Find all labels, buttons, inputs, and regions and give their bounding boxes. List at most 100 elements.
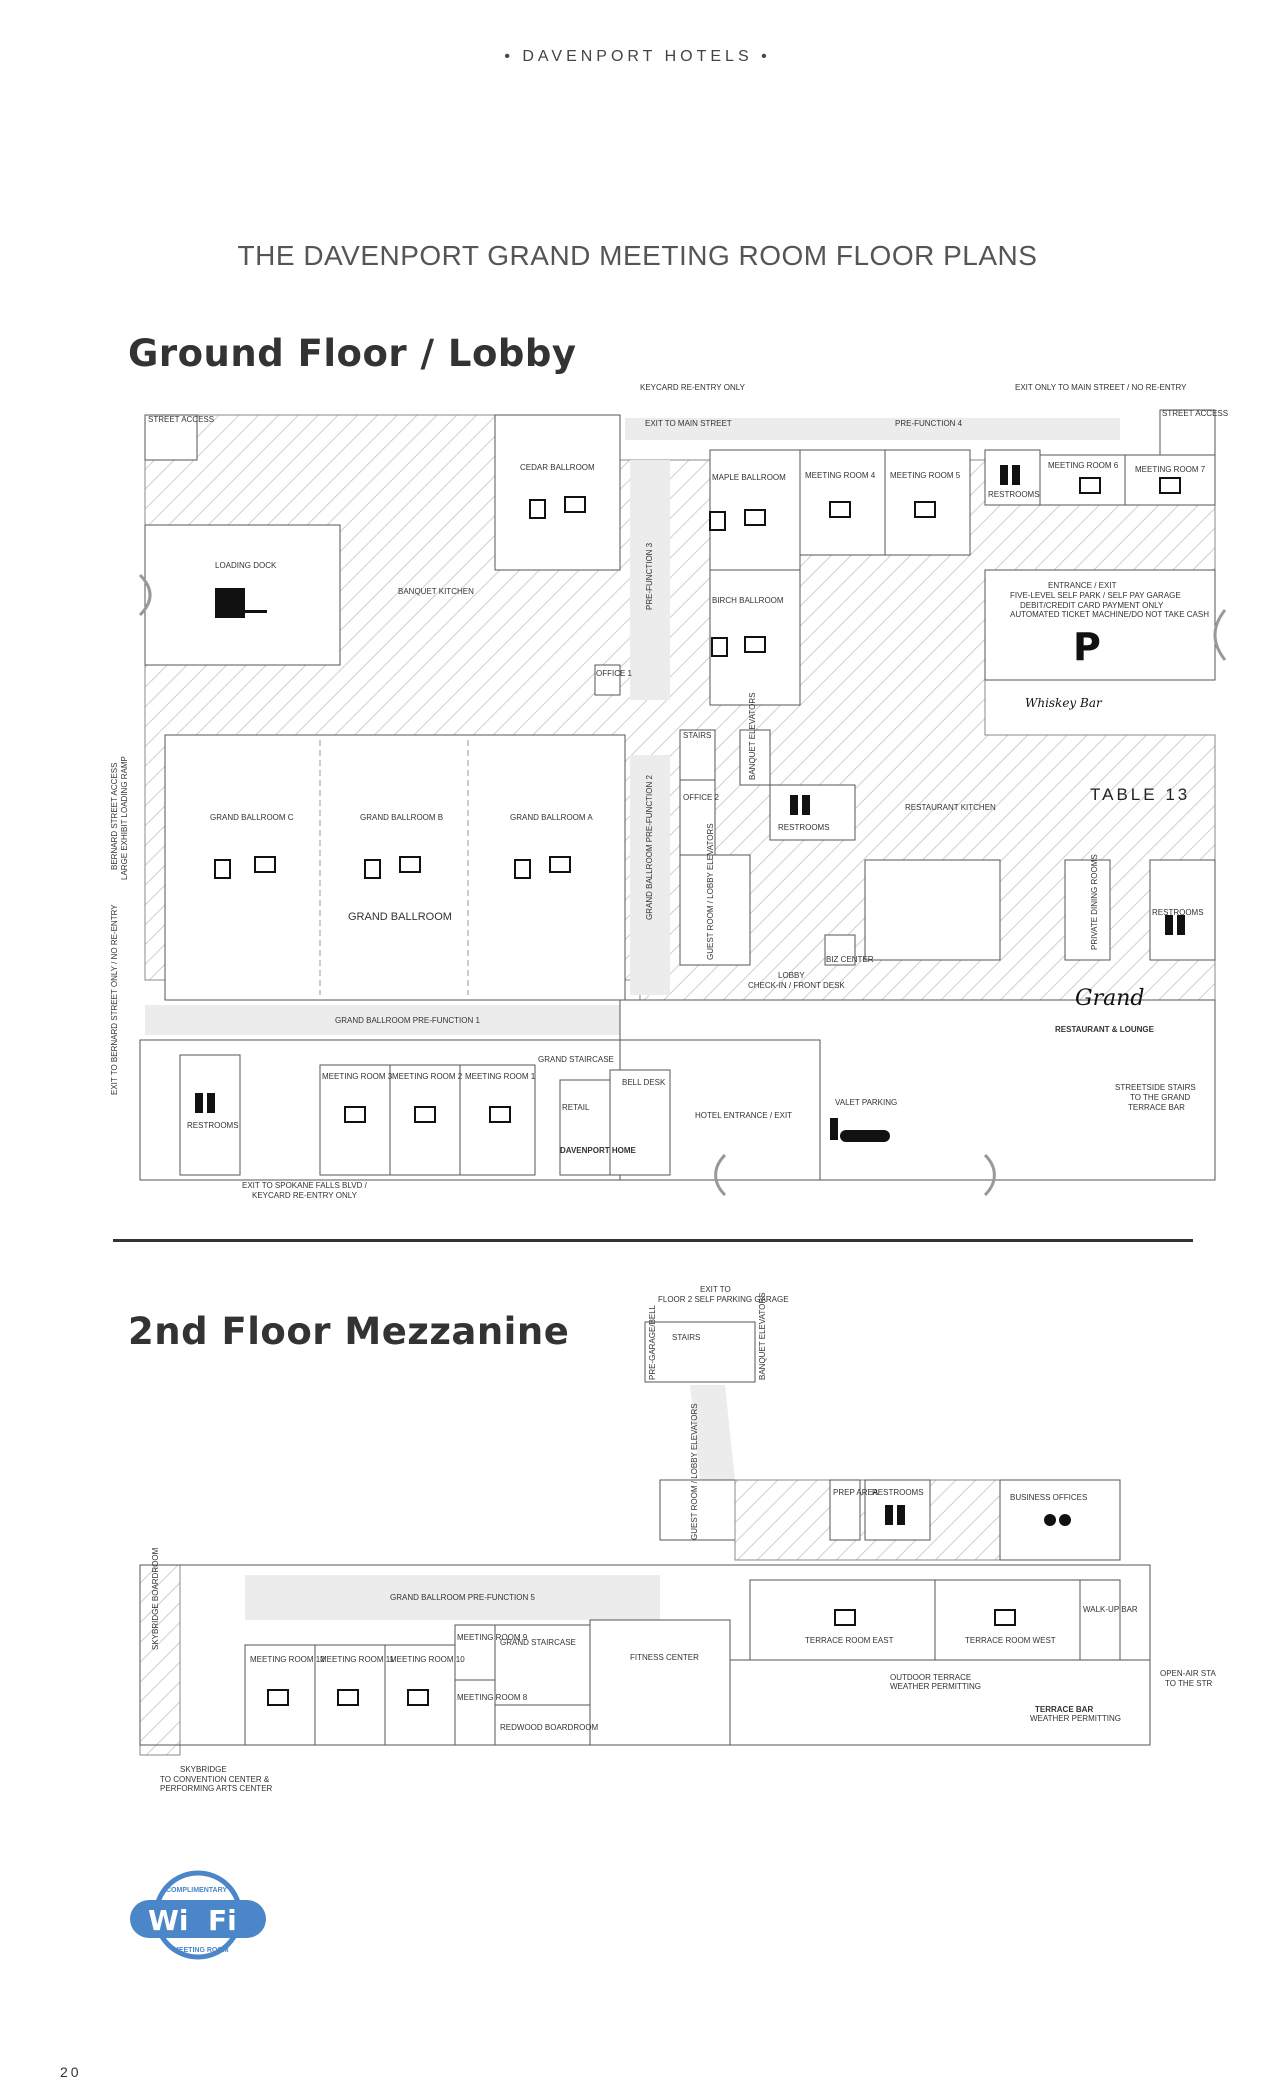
label-streetside1: STREETSIDE STAIRS: [1115, 1083, 1196, 1092]
section-divider: [113, 1239, 1193, 1242]
stairs-area: [679, 729, 716, 781]
label-guest-elev: GUEST ROOM / LOBBY ELEVATORS: [706, 823, 715, 960]
label-street-access-left: STREET ACCESS: [148, 415, 214, 424]
label-mr1: MEETING ROOM 1: [465, 1072, 536, 1081]
label-streetside3: TERRACE BAR: [1128, 1103, 1185, 1112]
label-exit-main-only: EXIT ONLY TO MAIN STREET / NO RE-ENTRY: [1015, 383, 1187, 392]
label-garage-note2: AUTOMATED TICKET MACHINE/DO NOT TAKE CAS…: [1010, 610, 1209, 619]
label-entrance: ENTRANCE / EXIT: [1048, 581, 1117, 590]
label-office1: OFFICE 1: [596, 669, 633, 678]
label-redwood: REDWOOD BOARDROOM: [500, 1723, 599, 1732]
label-gbc: GRAND BALLROOM C: [210, 813, 294, 822]
label-mr5: MEETING ROOM 5: [890, 471, 961, 480]
skyway-corridor: [690, 1385, 735, 1480]
restrooms-top: [984, 449, 1041, 506]
label-exit-bernard: EXIT TO BERNARD STREET ONLY / NO RE-ENTR…: [110, 904, 119, 1095]
label-open-air1: OPEN-AIR STA: [1160, 1669, 1217, 1678]
label-retail: RETAIL: [562, 1103, 590, 1112]
retail: [559, 1079, 611, 1176]
fitness-center: [589, 1619, 731, 1746]
loading-truck-icon: [215, 588, 267, 618]
label-birch: BIRCH BALLROOM: [712, 596, 784, 605]
skybridge-boardroom-hatch: [139, 1564, 181, 1756]
label-terrace-bar-note: WEATHER PERMITTING: [1030, 1714, 1121, 1723]
private-dining: [1064, 859, 1111, 961]
label-restaurant-kitchen: RESTAURANT KITCHEN: [905, 803, 996, 812]
restrooms-mid: [769, 784, 856, 841]
label-grand-ballroom: GRAND BALLROOM: [348, 911, 452, 923]
wifi-arc-bottom: MEETING ROOM: [173, 1947, 229, 1954]
restroom-icons-2f: [885, 1505, 905, 1525]
meeting-room-8: [454, 1679, 496, 1746]
restroom-icons: [195, 465, 1185, 1113]
label-mr7: MEETING ROOM 7: [1135, 465, 1206, 474]
prep-area: [829, 1479, 861, 1541]
label-garage-note1: DEBIT/CREDIT CARD PAYMENT ONLY: [1020, 601, 1164, 610]
label-restrooms-right: RESTROOMS: [1152, 908, 1204, 917]
label-exit-spokane2: KEYCARD RE-ENTRY ONLY: [252, 1191, 358, 1200]
label-garage: FIVE-LEVEL SELF PARK / SELF PAY GARAGE: [1010, 591, 1181, 600]
prefunction5: [245, 1575, 660, 1620]
prefunction3-corridor: [630, 460, 670, 700]
bell-desk: [609, 1069, 671, 1176]
label-terrace-east: TERRACE ROOM EAST: [805, 1636, 894, 1645]
cedar-ballroom: [494, 414, 621, 571]
ground-floor-title: Ground Floor / Lobby: [128, 332, 577, 375]
label-grand-staircase-gf: GRAND STAIRCASE: [538, 1055, 614, 1064]
label-outdoor: OUTDOOR TERRACE: [890, 1673, 971, 1682]
label-mr8: MEETING ROOM 8: [457, 1693, 528, 1702]
parking-icon: P: [1073, 625, 1101, 669]
label-prep: PREP AREA: [833, 1488, 879, 1497]
banquet-elevators: [739, 729, 771, 786]
label-restaurant: RESTAURANT & LOUNGE: [1055, 1025, 1155, 1034]
label-stairs: STAIRS: [683, 731, 711, 740]
label-mr2: MEETING ROOM 2: [392, 1072, 463, 1081]
label-keycard: KEYCARD RE-ENTRY ONLY: [640, 383, 746, 392]
label-grand-staircase-2f: GRAND STAIRCASE: [500, 1638, 576, 1647]
label-prefunction5: GRAND BALLROOM PRE-FUNCTION 5: [390, 1593, 535, 1602]
walk-up-bar: [1079, 1579, 1121, 1661]
label-streetside2: TO THE GRAND: [1130, 1093, 1190, 1102]
second-floor-title: 2nd Floor Mezzanine: [128, 1310, 570, 1353]
office-2: [679, 779, 716, 856]
label-mr6: MEETING ROOM 6: [1048, 461, 1119, 470]
label-bernard2: LARGE EXHIBIT LOADING RAMP: [120, 756, 129, 880]
label-gba: GRAND BALLROOM A: [510, 813, 593, 822]
prefunction2-corridor: [630, 755, 670, 995]
label-skybridge3: PERFORMING ARTS CENTER: [160, 1784, 273, 1793]
label-pre-garage: PRE-GARAGE/BELL: [648, 1304, 657, 1380]
label-lobby: LOBBY: [778, 971, 805, 980]
label-cedar: CEDAR BALLROOM: [520, 463, 595, 472]
wifi-arc-top: COMPLIMENTARY: [166, 1887, 227, 1894]
prefunction1-corridor: [145, 1005, 640, 1035]
projector-screen-icons-2f: [267, 1609, 1016, 1706]
label-gb-prefunction1: GRAND BALLROOM PRE-FUNCTION 1: [335, 1016, 480, 1025]
label-skybridge-board: SKYBRIDGE BOARDROOM: [151, 1547, 160, 1650]
label-mr10: MEETING ROOM 10: [390, 1655, 465, 1664]
traffic-arrows: [138, 573, 1227, 1197]
label-business: BUSINESS OFFICES: [1010, 1493, 1087, 1502]
label-mr4: MEETING ROOM 4: [805, 471, 876, 480]
label-exit-spokane1: EXIT TO SPOKANE FALLS BLVD /: [242, 1181, 368, 1190]
prefunction4-corridor: [625, 418, 1120, 440]
business-icons: [1044, 1514, 1071, 1526]
label-prefunction3: PRE-FUNCTION 3: [645, 542, 654, 610]
street-access-right: [1159, 409, 1216, 456]
label-bernard: BERNARD STREET ACCESS: [110, 763, 119, 870]
projector-screen-icons: [254, 477, 1181, 1123]
label-open-air2: TO THE STR: [1165, 1679, 1212, 1688]
label-terrace-bar: TERRACE BAR: [1035, 1705, 1093, 1714]
label-grand-script: Grand: [1075, 986, 1144, 1011]
label-private-dining: PRIVATE DINING ROOMS: [1090, 854, 1099, 950]
wifi-word2: Fi: [208, 1904, 237, 1937]
label-whiskey-bar: Whiskey Bar: [1025, 696, 1103, 710]
label-exit-to: EXIT TO: [700, 1285, 731, 1294]
page-title: THE DAVENPORT GRAND MEETING ROOM FLOOR P…: [237, 240, 1038, 271]
label-terrace-west: TERRACE ROOM WEST: [965, 1636, 1056, 1645]
label-exit-garage: FLOOR 2 SELF PARKING GARAGE: [658, 1295, 789, 1304]
label-walkup: WALK-UP BAR: [1083, 1605, 1138, 1614]
label-loading: LOADING DOCK: [215, 561, 277, 570]
garage-exit-block: [644, 1321, 756, 1383]
podium-icons: [214, 499, 728, 879]
label-guest-elev-2f: GUEST ROOM / LOBBY ELEVATORS: [690, 1403, 699, 1540]
